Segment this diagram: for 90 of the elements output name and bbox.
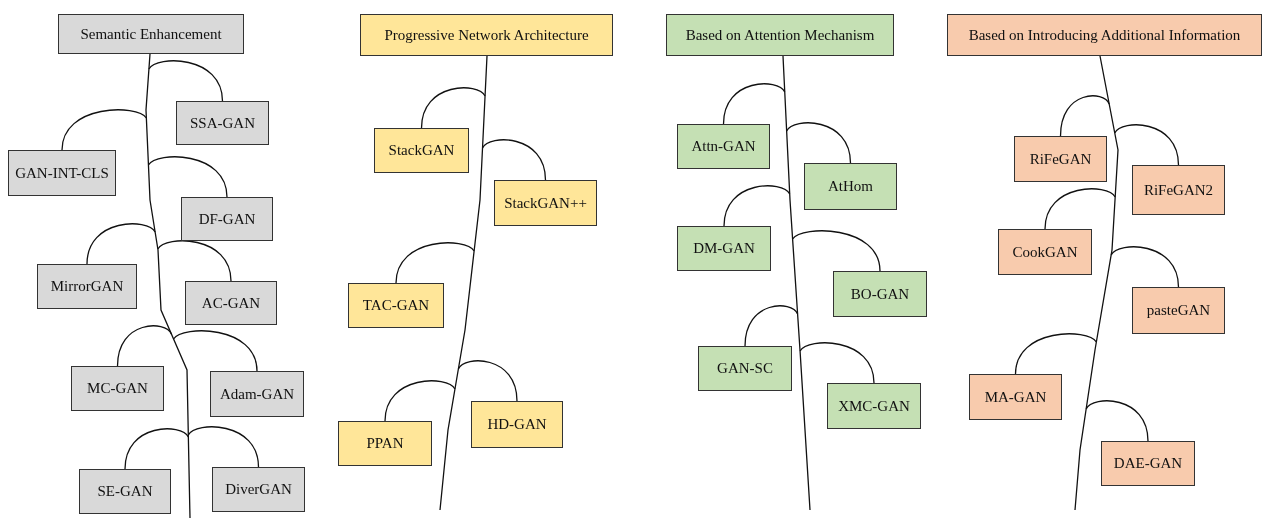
method-name: DiverGAN <box>225 481 292 498</box>
method-box <box>210 371 304 417</box>
branch-line <box>116 325 173 367</box>
branch-line <box>1044 188 1116 230</box>
method-name: StackGAN <box>388 142 455 159</box>
method-box <box>212 467 305 512</box>
branch-line <box>1014 333 1097 375</box>
method-name: BO-GAN <box>850 285 910 303</box>
category-box <box>58 14 244 54</box>
trunk-line <box>1074 55 1119 511</box>
method-name: MA-GAN <box>984 388 1047 406</box>
method-box <box>374 128 469 173</box>
branch-line <box>1114 124 1180 166</box>
method-box <box>969 374 1062 420</box>
method-box <box>1132 165 1225 215</box>
method-name: Attn-GAN <box>691 138 756 155</box>
method-name: PPAN <box>366 435 404 452</box>
method-name: RiFeGAN2 <box>1143 181 1214 199</box>
method-name: TAC-GAN <box>362 297 430 314</box>
method-box <box>827 383 921 429</box>
category-box <box>360 14 613 56</box>
method-box <box>494 180 597 226</box>
method-name: HD-GAN <box>487 416 547 433</box>
branch-line <box>722 83 786 125</box>
branch-line <box>786 122 852 164</box>
branch-line <box>799 342 875 384</box>
branch-line <box>124 428 189 470</box>
method-name: StackGAN++ <box>504 194 587 212</box>
method-name: RiFeGAN <box>1029 150 1092 168</box>
method-box <box>804 163 897 210</box>
method-box <box>833 271 927 317</box>
method-box <box>677 226 771 271</box>
method-box <box>471 401 563 448</box>
branch-line <box>481 139 547 181</box>
branch-line <box>157 240 232 282</box>
method-box <box>348 283 444 328</box>
branch-line <box>1110 246 1180 288</box>
branch-line <box>172 330 258 372</box>
method-name: SE-GAN <box>97 483 153 500</box>
method-name: DAE-GAN <box>1113 455 1183 472</box>
category-title: Based on Introducing Additional Information <box>968 26 1241 44</box>
method-name: GAN-SC <box>717 360 773 377</box>
trunk-line <box>782 55 811 511</box>
method-name: pasteGAN <box>1146 302 1211 319</box>
branch-line <box>147 156 228 198</box>
method-name: Adam-GAN <box>219 385 295 403</box>
branch-line <box>384 380 456 422</box>
method-box <box>1014 136 1107 182</box>
method-box <box>677 124 770 169</box>
method-box <box>338 421 432 466</box>
branch-line <box>395 242 475 284</box>
method-name: CookGAN <box>1012 243 1078 261</box>
method-name: GAN-INT-CLS <box>15 164 109 182</box>
method-name: AtHom <box>828 178 873 195</box>
method-name: DF-GAN <box>198 210 256 228</box>
branch-line <box>791 230 881 272</box>
method-box <box>1132 287 1225 334</box>
method-box <box>998 229 1092 275</box>
method-box <box>71 366 164 411</box>
method-name: MC-GAN <box>87 380 148 397</box>
method-box <box>181 197 273 241</box>
branch-line <box>744 305 799 347</box>
method-box <box>176 101 269 145</box>
method-name: AC-GAN <box>201 294 261 312</box>
trunk-line <box>145 53 191 519</box>
branch-line <box>723 185 791 227</box>
method-box <box>8 150 116 196</box>
branch-line <box>420 87 486 129</box>
branch-line <box>187 426 260 468</box>
method-box <box>698 346 792 391</box>
branch-line <box>61 109 147 151</box>
method-box <box>1101 441 1195 486</box>
method-name: MirrorGAN <box>50 278 124 295</box>
category-box <box>947 14 1262 56</box>
method-name: SSA-GAN <box>190 114 255 132</box>
branch-line <box>148 60 224 102</box>
category-box <box>666 14 894 56</box>
trunk-line <box>439 55 488 511</box>
branch-line <box>86 223 156 265</box>
branch-line <box>1059 95 1110 137</box>
branch-line <box>1085 400 1149 442</box>
category-title: Progressive Network Architecture <box>384 26 589 44</box>
method-box <box>185 281 277 325</box>
method-name: DM-GAN <box>693 240 755 257</box>
method-box <box>37 264 137 309</box>
method-name: XMC-GAN <box>838 397 910 415</box>
branch-line <box>457 360 518 402</box>
category-title: Based on Attention Mechanism <box>685 26 875 44</box>
category-title: Semantic Enhancement <box>80 25 222 43</box>
method-box <box>79 469 171 514</box>
